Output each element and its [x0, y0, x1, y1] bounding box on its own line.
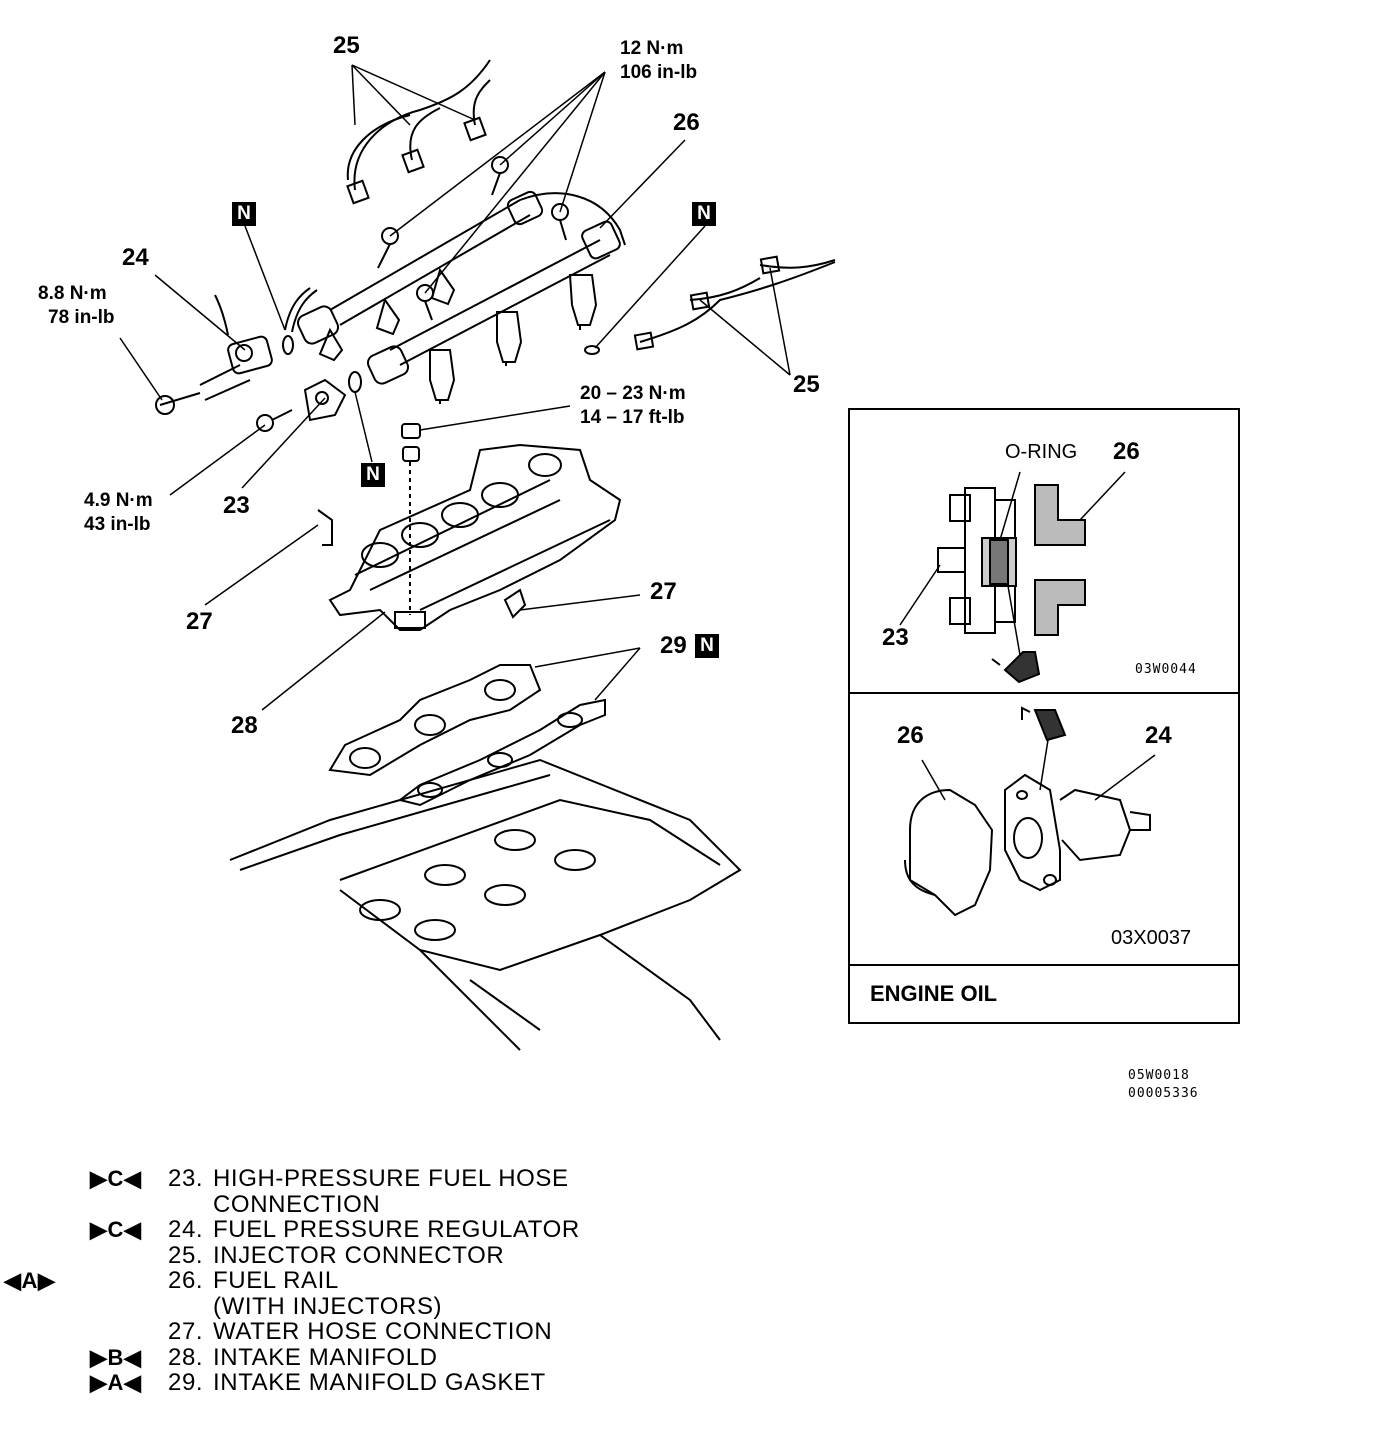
procedure-mark: ◀A▶: [4, 1268, 56, 1293]
inset-figure-code: 03W0044: [1135, 662, 1197, 677]
intake-manifold-gasket: [328, 664, 606, 807]
legend-row: ▶B◀ 28. INTAKE MANIFOLD: [0, 1345, 640, 1371]
manifold-nuts: [401, 423, 421, 462]
parts-legend: ▶C◀ 23. HIGH-PRESSURE FUEL HOSE CONNECTI…: [0, 1166, 640, 1396]
detail-inset-frame: [848, 408, 1240, 1024]
legend-number: 29.: [168, 1369, 204, 1396]
legend-text: FUEL RAIL: [213, 1267, 339, 1294]
torque-12-nm: 12 N·m: [620, 38, 684, 59]
legend-row: 25. INJECTOR CONNECTOR: [0, 1243, 640, 1269]
callout-27-left: 27: [186, 608, 213, 635]
torque-4-9-inlb: 43 in-lb: [84, 514, 151, 535]
callout-26-top: 26: [673, 109, 700, 136]
legend-text: (WITH INJECTORS): [213, 1292, 443, 1320]
callout-25-right: 25: [793, 371, 820, 398]
legend-row: (WITH INJECTORS): [0, 1294, 640, 1320]
n-marker-new-part: N: [692, 202, 716, 226]
injectors: [318, 267, 598, 404]
torque-8-8-nm: 8.8 N·m: [38, 283, 107, 304]
inset-regulator-detail: [904, 706, 1156, 917]
inset-callout-26b: 26: [897, 722, 924, 749]
legend-number: 23.: [168, 1165, 204, 1192]
legend-number: 24.: [168, 1216, 204, 1243]
legend-text: INTAKE MANIFOLD: [213, 1343, 438, 1371]
callout-28: 28: [231, 712, 258, 739]
legend-text: INJECTOR CONNECTOR: [213, 1241, 505, 1269]
torque-20-ftlb: 14 – 17 ft-lb: [580, 407, 685, 428]
legend-text: INTAKE MANIFOLD GASKET: [213, 1369, 546, 1396]
inset-divider: [848, 964, 1240, 966]
engine-oil-label: ENGINE OIL: [870, 981, 998, 1006]
figure-code-line2: 00005336: [1128, 1086, 1199, 1101]
inset-divider: [848, 692, 1240, 694]
callout-27-right: 27: [650, 578, 677, 605]
procedure-mark: ▶C◀: [90, 1217, 142, 1242]
legend-row: ◀A▶ 26. FUEL RAIL: [0, 1268, 640, 1294]
callout-24: 24: [122, 244, 149, 271]
procedure-mark: ▶B◀: [90, 1344, 142, 1370]
procedure-mark: ▶C◀: [90, 1166, 142, 1191]
legend-text: WATER HOSE CONNECTION: [213, 1318, 553, 1345]
o-ring-label: O-RING: [1005, 441, 1078, 463]
n-marker-new-part: N: [232, 202, 256, 226]
n-marker-new-part: N: [361, 463, 385, 487]
legend-text: FUEL PRESSURE REGULATOR: [213, 1216, 580, 1243]
rail-bolts: [377, 156, 569, 321]
legend-row: ▶C◀ 23. HIGH-PRESSURE FUEL HOSE: [0, 1166, 640, 1192]
legend-row: CONNECTION: [0, 1192, 640, 1218]
injector-harness-right: [633, 255, 836, 351]
inset-callout-24: 24: [1145, 722, 1172, 749]
inset-callout-23: 23: [882, 624, 909, 651]
injector-harness-top: [346, 59, 491, 205]
legend-row: ▶C◀ 24. FUEL PRESSURE REGULATOR: [0, 1217, 640, 1243]
legend-number: 25.: [168, 1241, 204, 1269]
legend-row: ▶A◀ 29. INTAKE MANIFOLD GASKET: [0, 1370, 640, 1396]
figure-code-line1: 05W0018: [1128, 1068, 1190, 1083]
n-marker-new-part: N: [695, 634, 719, 658]
inset-callout-26: 26: [1113, 438, 1140, 465]
torque-12-inlb: 106 in-lb: [620, 62, 698, 83]
legend-text: HIGH-PRESSURE FUEL HOSE: [213, 1165, 569, 1192]
legend-number: 26.: [168, 1267, 204, 1294]
callout-25-top: 25: [333, 32, 360, 59]
fuel-rail: [296, 190, 626, 385]
legend-text: CONNECTION: [213, 1190, 381, 1218]
torque-20-nm: 20 – 23 N·m: [580, 383, 686, 404]
legend-row: 27. WATER HOSE CONNECTION: [0, 1319, 640, 1345]
fuel-pressure-regulator: [155, 294, 273, 415]
o-rings: [282, 287, 600, 393]
torque-8-8-inlb: 78 in-lb: [48, 307, 115, 328]
procedure-mark: ▶A◀: [90, 1370, 142, 1395]
inset-figure-code: 03X0037: [1111, 927, 1192, 949]
legend-number: 28.: [168, 1343, 204, 1371]
inset-oring-detail: [899, 471, 1126, 684]
cylinder-head: [229, 758, 742, 1051]
torque-4-9-nm: 4.9 N·m: [84, 490, 153, 511]
callout-29: 29: [660, 632, 687, 659]
intake-manifold: [317, 443, 622, 631]
leader-lines: [119, 64, 791, 711]
callout-23: 23: [223, 492, 250, 519]
legend-number: 27.: [168, 1318, 204, 1345]
